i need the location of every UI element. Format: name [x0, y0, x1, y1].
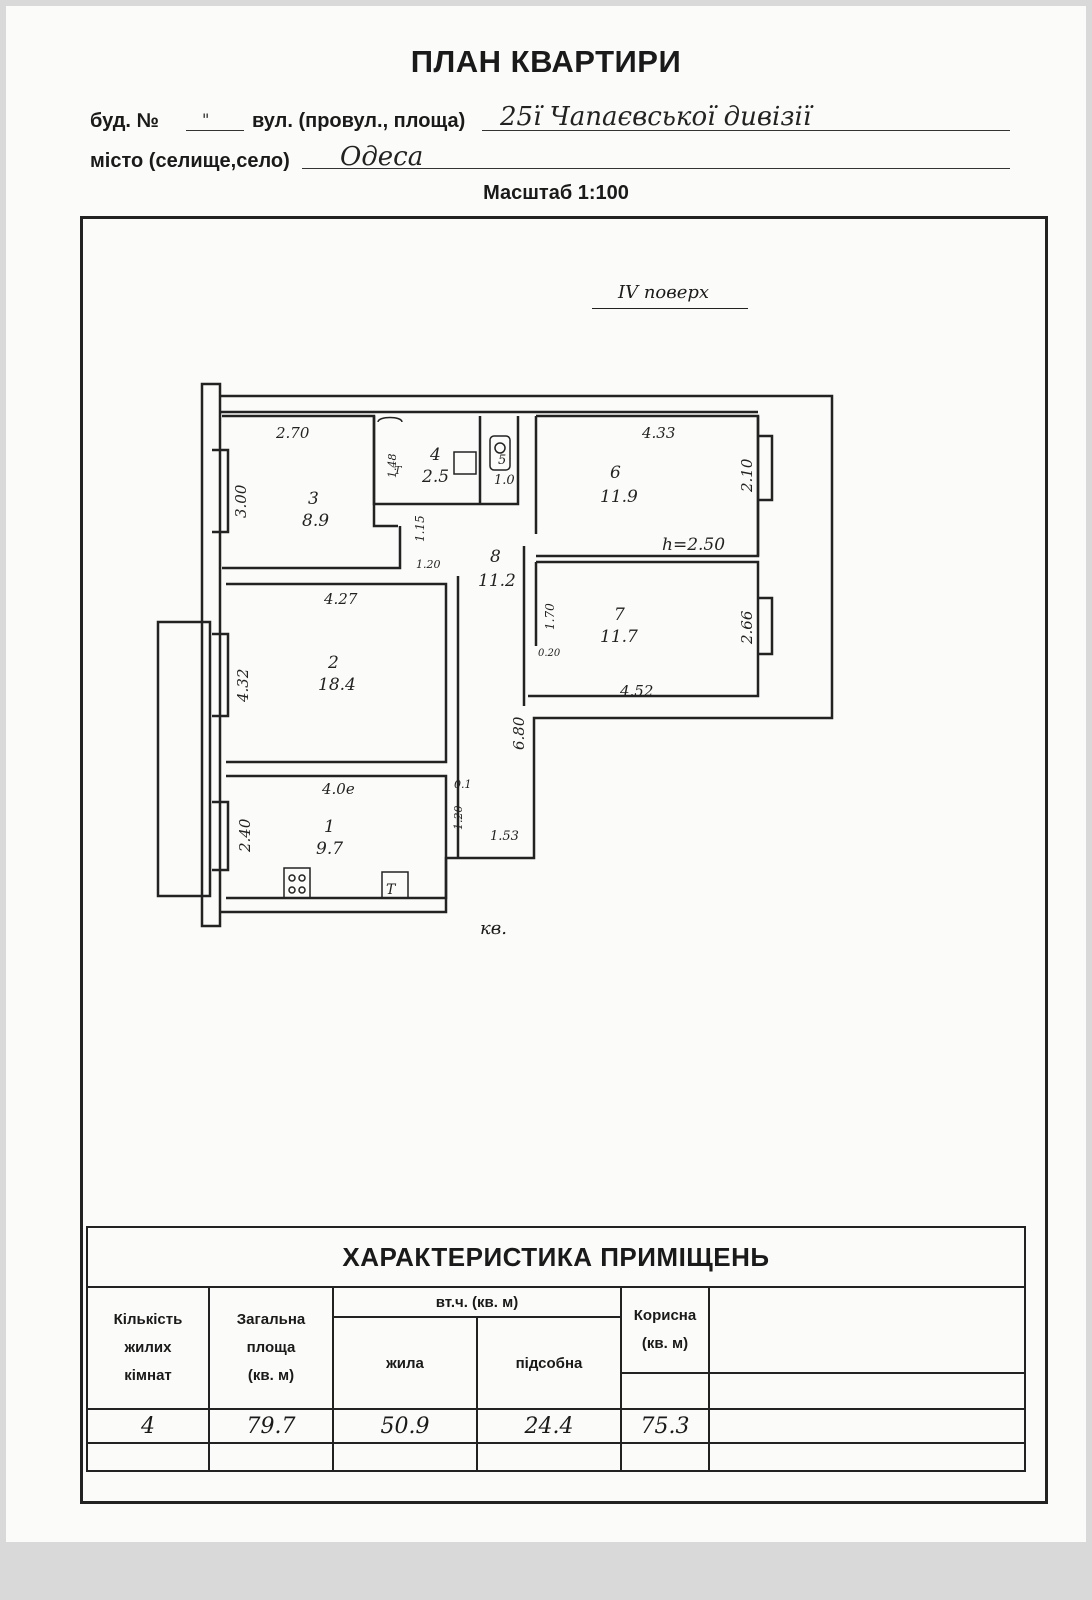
room-number: 3 [308, 489, 319, 509]
plan-frame [80, 216, 1048, 1504]
characteristics-table: ХАРАКТЕРИСТИКА ПРИМІЩЕНЬ Кількість жилих… [86, 1226, 1026, 1472]
page-title: ПЛАН КВАРТИРИ [410, 44, 682, 79]
col-living-rooms-count: Кількість жилих кімнат [86, 1286, 210, 1410]
room-number: 5 [498, 453, 506, 468]
empty-cell [332, 1442, 478, 1472]
value-total: 79.7 [208, 1408, 334, 1444]
dim: 1.15 [413, 515, 427, 542]
building-value: " [202, 110, 210, 129]
empty-cell [208, 1442, 334, 1472]
document-sheet: ПЛАН КВАРТИРИ буд. № " вул. (провул., пл… [6, 6, 1086, 1542]
dim: 6.80 [510, 716, 528, 750]
svg-text:T: T [386, 882, 397, 898]
dim: 3.00 [232, 484, 250, 518]
apartment-mark: кв. [480, 918, 507, 939]
col-living-area: жила [332, 1316, 478, 1410]
room-area: 9.7 [316, 839, 343, 859]
room-labels: 3 8.9 4 2.5 5 1.0 6 11.9 8 11.2 7 11.7 2… [302, 445, 638, 859]
street-label: вул. (провул., площа) [252, 110, 466, 132]
dim: 1.53 [490, 829, 519, 844]
col-useful-area: Корисна (кв. м) [620, 1286, 710, 1374]
dim: 2.40 [236, 818, 254, 853]
building-label: буд. № [90, 110, 159, 132]
room-area: 8.9 [302, 511, 329, 531]
dim: 1.20 [452, 806, 465, 831]
room-number: 2 [327, 653, 339, 673]
city-underline [302, 168, 1010, 169]
fixtures [283, 416, 511, 899]
room-area: 11.9 [600, 487, 638, 507]
dimension-labels: 2.70 3.00 1.48 4.33 2.10 1.15 1.20 4.27 … [232, 424, 756, 853]
building-underline [186, 130, 244, 131]
col-total-area: Загальна площа (кв. м) [208, 1286, 334, 1410]
dim: 4.52 [619, 682, 653, 700]
room-number: 7 [614, 605, 625, 625]
room-area: 1.0 [494, 473, 515, 488]
scale-label: Масштаб 1:100 [483, 182, 629, 204]
dim: 2.10 [738, 458, 756, 493]
room-area: 11.7 [600, 627, 638, 647]
room-number: 1 [324, 817, 335, 837]
empty-cell [708, 1408, 1026, 1444]
svg-text:T: T [394, 464, 403, 477]
floor-label: IV поверх [618, 282, 710, 303]
toilet-icon [489, 435, 511, 471]
value-useful: 75.3 [620, 1408, 710, 1444]
dim: 4.32 [234, 669, 252, 703]
value-living: 50.9 [332, 1408, 478, 1444]
value-aux: 24.4 [476, 1408, 622, 1444]
boiler-icon [453, 451, 477, 475]
empty-cell [476, 1442, 622, 1472]
dim: 4.33 [641, 424, 675, 442]
room-area: 2.5 [421, 467, 449, 487]
floor-underline [592, 308, 748, 309]
value-rooms: 4 [86, 1408, 210, 1444]
dim: 1.70 [543, 603, 557, 630]
dim: 4.0e [321, 780, 355, 798]
empty-cell [708, 1372, 1026, 1410]
empty-cell [86, 1442, 210, 1472]
city-label: місто (селище,село) [90, 150, 290, 172]
col-including: вт.ч. (кв. м) [332, 1286, 622, 1318]
street-value: 25ї Чапаєвської дивізії [500, 102, 812, 132]
dim: 1.48 [386, 454, 399, 479]
street-underline [482, 130, 1010, 131]
dim: 1.20 [416, 558, 441, 571]
room-area: 11.2 [478, 571, 516, 591]
city-value: Одеса [340, 142, 424, 172]
col-auxiliary-area: підсобна [476, 1316, 622, 1410]
room-number: 8 [490, 547, 501, 567]
room-area: 18.4 [318, 675, 356, 695]
walls [156, 382, 834, 928]
room-number: 6 [610, 463, 621, 483]
dim: 0.1 [454, 778, 472, 791]
dim: 4.27 [323, 590, 358, 608]
floor-plan-drawing: T T 3 8.9 4 2.5 5 1.0 6 11.9 8 11.2 7 11… [156, 382, 834, 928]
empty-cell [708, 1442, 1026, 1472]
characteristics-title: ХАРАКТЕРИСТИКА ПРИМІЩЕНЬ [86, 1226, 1026, 1288]
stove-icon [381, 871, 409, 899]
height-note: h=2.50 [662, 535, 725, 555]
dim: 2.70 [275, 424, 310, 442]
dim: 2.66 [738, 610, 756, 645]
empty-cell [708, 1286, 1026, 1374]
dim: 0.20 [538, 648, 561, 659]
cooktop-icon [283, 867, 311, 899]
empty-cell [620, 1442, 710, 1472]
empty-cell [620, 1372, 710, 1410]
room-number: 4 [429, 445, 441, 465]
